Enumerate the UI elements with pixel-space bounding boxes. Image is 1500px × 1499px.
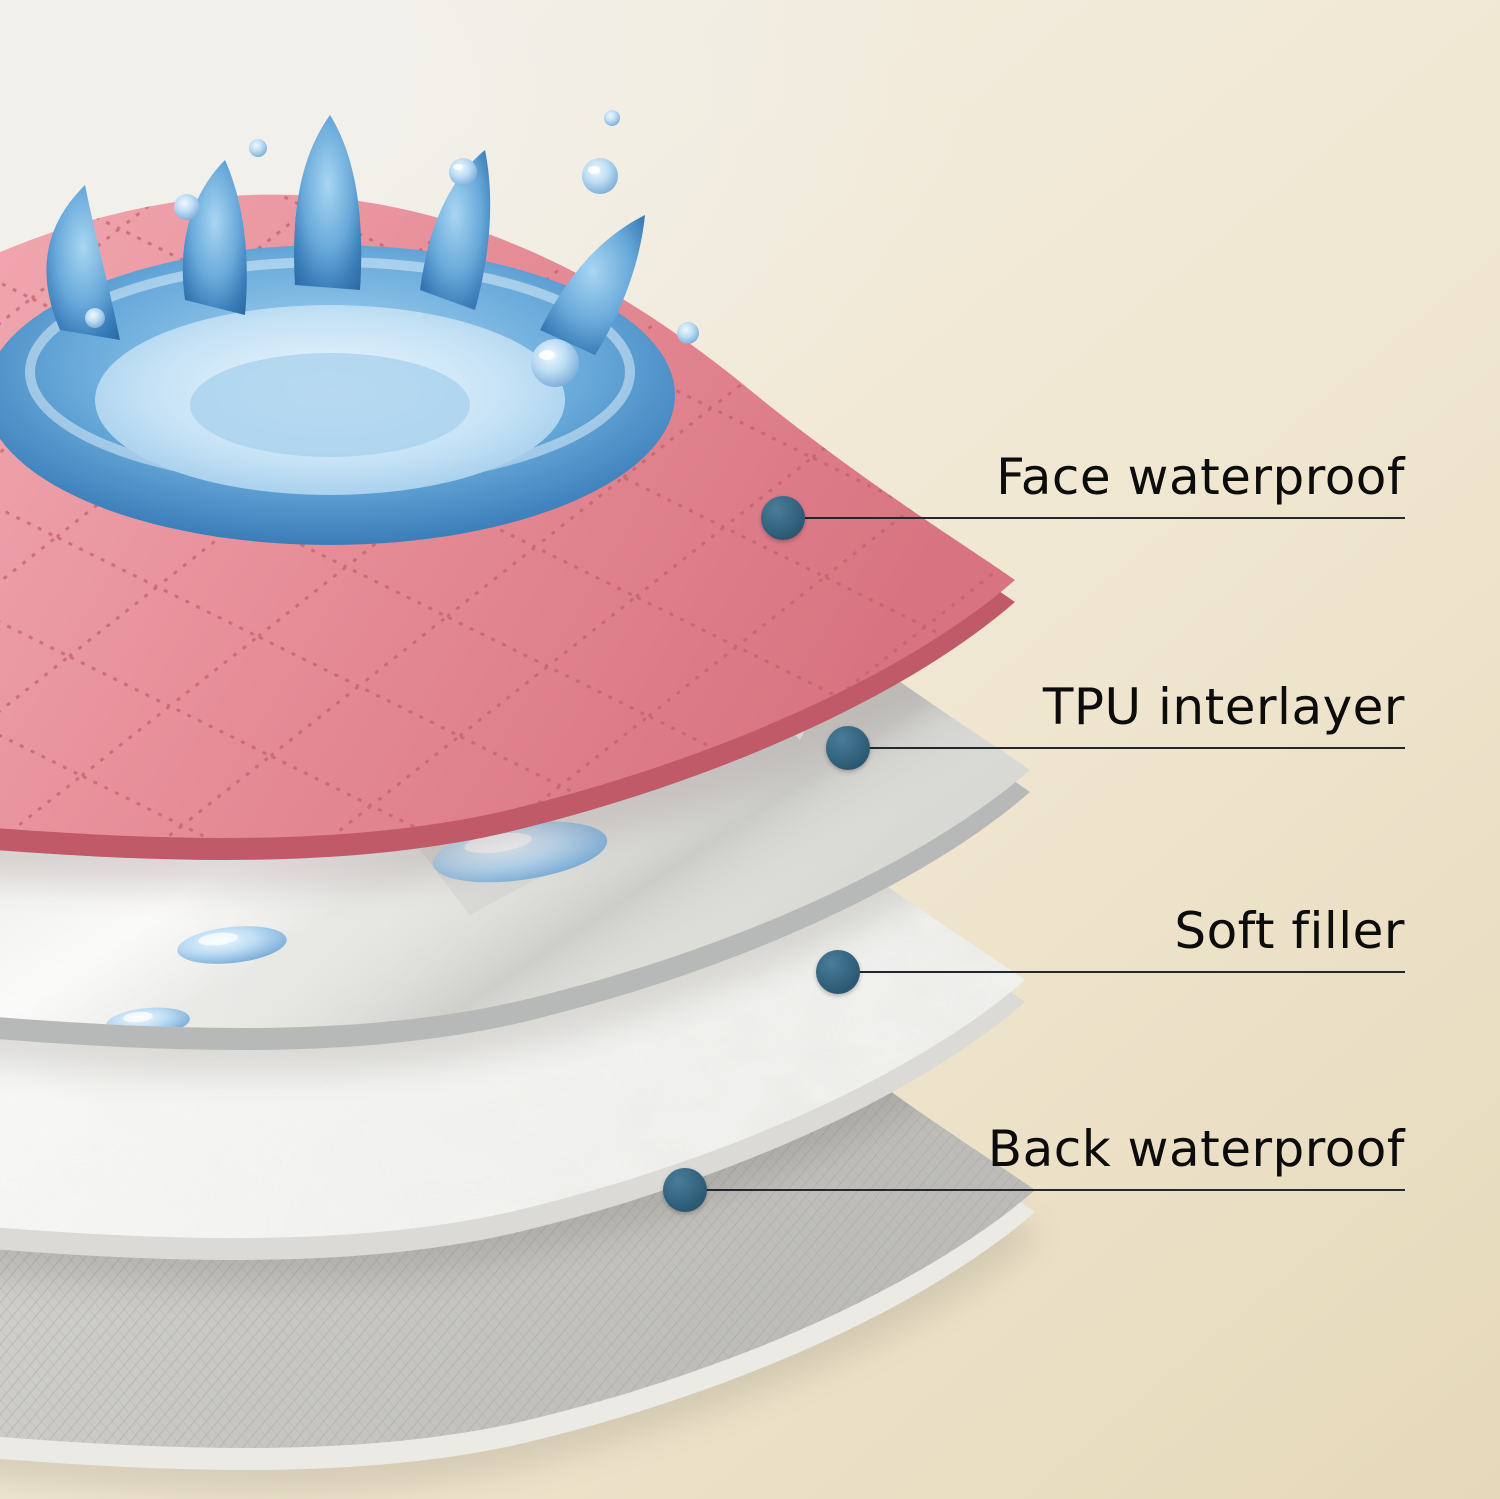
callout-dot bbox=[816, 950, 860, 994]
callout-label-face-waterproof: Face waterproof bbox=[996, 448, 1405, 506]
callout-label-back-waterproof: Back waterproof bbox=[987, 1120, 1405, 1178]
callout-dot bbox=[761, 496, 805, 540]
callout-dot bbox=[663, 1168, 707, 1212]
flying-droplets bbox=[85, 110, 699, 387]
callout-line bbox=[848, 747, 1405, 749]
callout-dot bbox=[826, 726, 870, 770]
callout-line bbox=[783, 517, 1405, 519]
callout-label-soft-filler: Soft filler bbox=[1174, 902, 1405, 960]
callout-label-tpu-interlayer: TPU interlayer bbox=[1042, 678, 1405, 736]
water-splash bbox=[0, 110, 699, 545]
callout-line bbox=[838, 971, 1405, 973]
callout-line bbox=[685, 1189, 1405, 1191]
